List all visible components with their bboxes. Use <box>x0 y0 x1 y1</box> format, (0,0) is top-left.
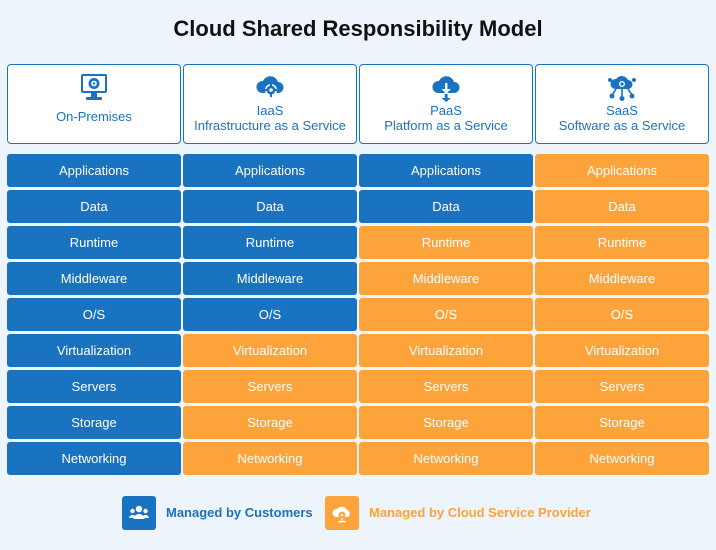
model-card-iaas: IaaS Infrastructure as a Service <box>183 64 357 144</box>
layer-cell-data-4: Data <box>535 190 709 223</box>
layer-cell-o-s-3: O/S <box>359 298 533 331</box>
layer-cell-servers-1: Servers <box>7 370 181 403</box>
layer-cell-middleware-2: Middleware <box>183 262 357 295</box>
server-monitor-icon <box>81 74 107 100</box>
layer-cell-data-2: Data <box>183 190 357 223</box>
legend-provider-swatch <box>325 496 359 530</box>
model-title: PaaS <box>430 103 462 118</box>
layer-cell-servers-2: Servers <box>183 370 357 403</box>
model-card-on-premises: On-Premises <box>7 64 181 144</box>
cloud-gear-icon <box>256 76 284 97</box>
layer-cell-applications-2: Applications <box>183 154 357 187</box>
layer-cell-storage-2: Storage <box>183 406 357 439</box>
layer-cell-networking-4: Networking <box>535 442 709 475</box>
layer-cell-runtime-1: Runtime <box>7 226 181 259</box>
layer-cell-middleware-3: Middleware <box>359 262 533 295</box>
model-title: IaaS <box>256 103 284 118</box>
model-title: On-Premises <box>56 109 132 124</box>
layer-cell-storage-3: Storage <box>359 406 533 439</box>
cloud-network-icon <box>608 76 636 101</box>
legend-customer-label: Managed by Customers <box>166 505 313 520</box>
layer-cell-networking-1: Networking <box>7 442 181 475</box>
layer-cell-middleware-1: Middleware <box>7 262 181 295</box>
model-title: SaaS <box>606 103 638 118</box>
cloud-download-icon <box>432 76 460 102</box>
page-title: Cloud Shared Responsibility Model <box>173 16 543 41</box>
layer-cell-virtualization-2: Virtualization <box>183 334 357 367</box>
layer-cell-o-s-2: O/S <box>183 298 357 331</box>
layer-cell-runtime-3: Runtime <box>359 226 533 259</box>
model-subtitle: Software as a Service <box>558 118 686 133</box>
cloud-gear-icon <box>332 506 350 523</box>
layer-cell-storage-4: Storage <box>535 406 709 439</box>
layer-cell-networking-2: Networking <box>183 442 357 475</box>
layer-cell-o-s-4: O/S <box>535 298 709 331</box>
layer-cell-applications-3: Applications <box>359 154 533 187</box>
model-header-row: On-Premises IaaS Infrastructure as a Ser… <box>7 64 709 144</box>
users-icon <box>129 505 149 519</box>
legend-provider-label: Managed by Cloud Service Provider <box>369 505 591 520</box>
layer-cell-applications-4: Applications <box>535 154 709 187</box>
layer-cell-data-1: Data <box>7 190 181 223</box>
model-subtitle: Infrastructure as a Service <box>194 118 346 133</box>
legend-customer-swatch <box>122 496 156 530</box>
layer-cell-data-3: Data <box>359 190 533 223</box>
layer-cell-storage-1: Storage <box>7 406 181 439</box>
layer-cell-runtime-4: Runtime <box>535 226 709 259</box>
layer-cell-servers-3: Servers <box>359 370 533 403</box>
model-card-saas: SaaS Software as a Service <box>535 64 709 144</box>
layer-cell-virtualization-1: Virtualization <box>7 334 181 367</box>
layer-cell-virtualization-3: Virtualization <box>359 334 533 367</box>
layer-cell-networking-3: Networking <box>359 442 533 475</box>
layer-cell-runtime-2: Runtime <box>183 226 357 259</box>
layer-cell-o-s-1: O/S <box>7 298 181 331</box>
model-card-paas: PaaS Platform as a Service <box>359 64 533 144</box>
model-subtitle: Platform as a Service <box>384 118 508 133</box>
legend: Managed by Customers Managed by Cloud Se… <box>0 496 716 530</box>
layer-cell-servers-4: Servers <box>535 370 709 403</box>
layer-cell-middleware-4: Middleware <box>535 262 709 295</box>
layer-cell-virtualization-4: Virtualization <box>535 334 709 367</box>
layer-cell-applications-1: Applications <box>7 154 181 187</box>
